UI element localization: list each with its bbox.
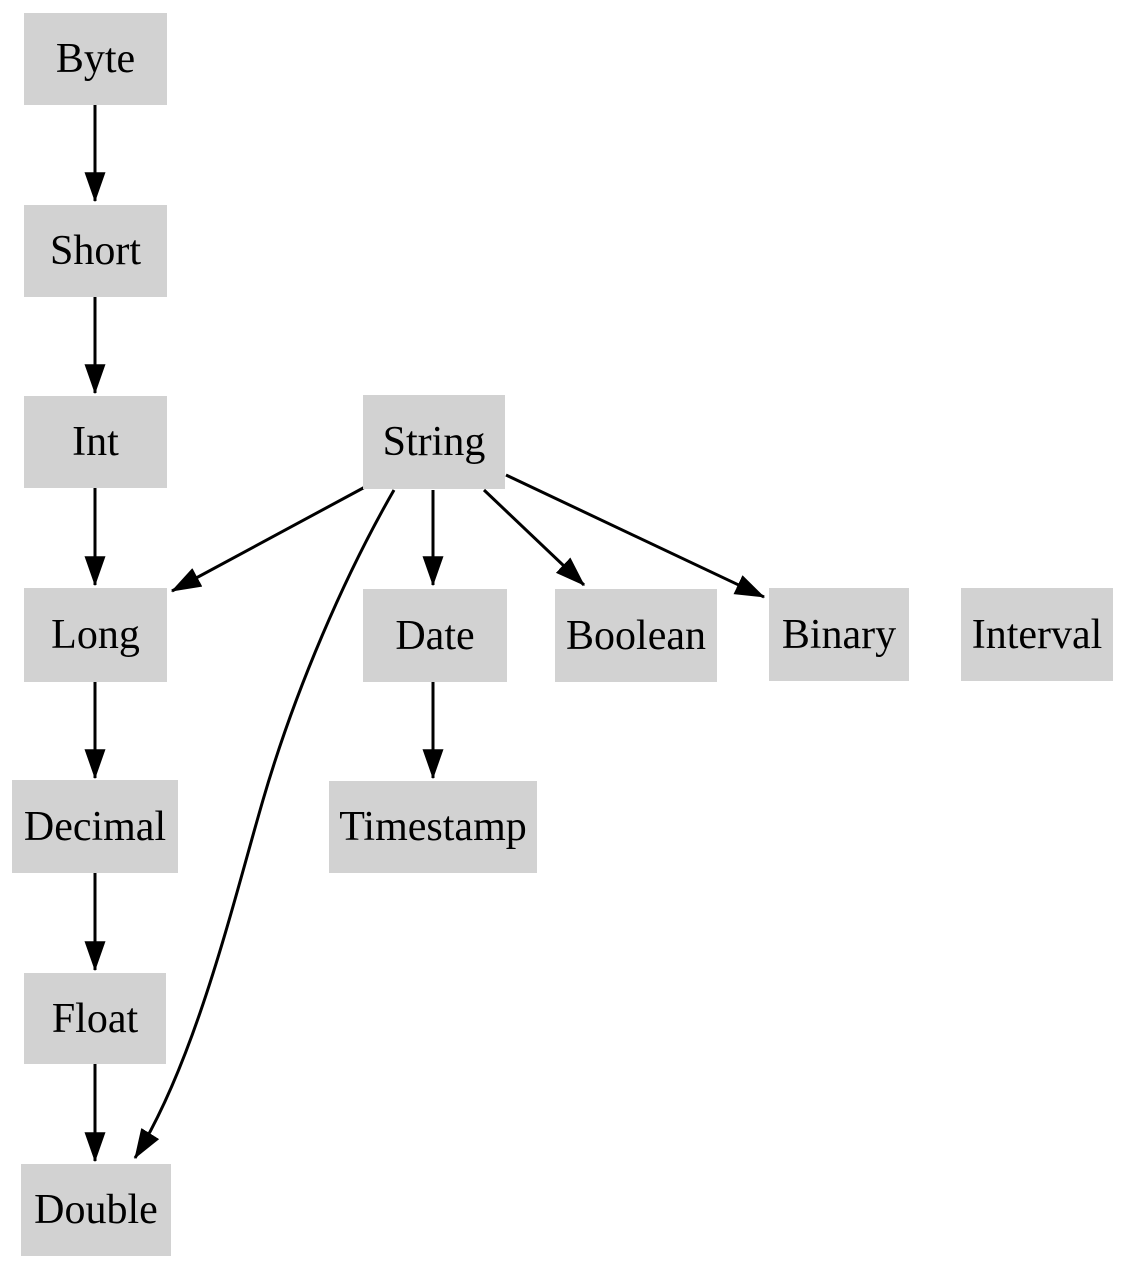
node-short: Short: [24, 205, 167, 297]
edge-string-boolean: [482, 488, 586, 587]
node-date: Date: [363, 589, 507, 682]
node-label-short: Short: [49, 228, 141, 274]
node-timestamp: Timestamp: [329, 781, 537, 873]
node-int: Int: [24, 396, 167, 488]
node-label-timestamp: Timestamp: [339, 804, 527, 850]
edge-string-long: [170, 485, 366, 593]
node-boolean: Boolean: [555, 589, 717, 682]
node-long: Long: [24, 588, 167, 682]
node-label-boolean: Boolean: [566, 612, 706, 659]
edge-string-binary: [505, 473, 766, 599]
node-label-byte: Byte: [55, 36, 136, 82]
node-label-decimal: Decimal: [23, 803, 167, 850]
edge-string-double: [133, 489, 396, 1160]
node-label-long: Long: [51, 612, 140, 658]
node-byte: Byte: [24, 13, 167, 105]
node-double: Double: [21, 1164, 171, 1256]
node-decimal: Decimal: [12, 780, 178, 873]
node-label-interval: Interval: [971, 611, 1103, 658]
node-string: String: [363, 395, 505, 489]
node-interval: Interval: [961, 588, 1113, 681]
node-label-date: Date: [395, 612, 475, 659]
node-label-int: Int: [72, 419, 119, 465]
node-label-double: Double: [34, 1187, 158, 1233]
node-label-float: Float: [51, 995, 139, 1042]
node-label-string: String: [382, 419, 486, 465]
node-float: Float: [24, 973, 166, 1064]
node-binary: Binary: [769, 588, 909, 681]
node-label-binary: Binary: [781, 611, 897, 658]
